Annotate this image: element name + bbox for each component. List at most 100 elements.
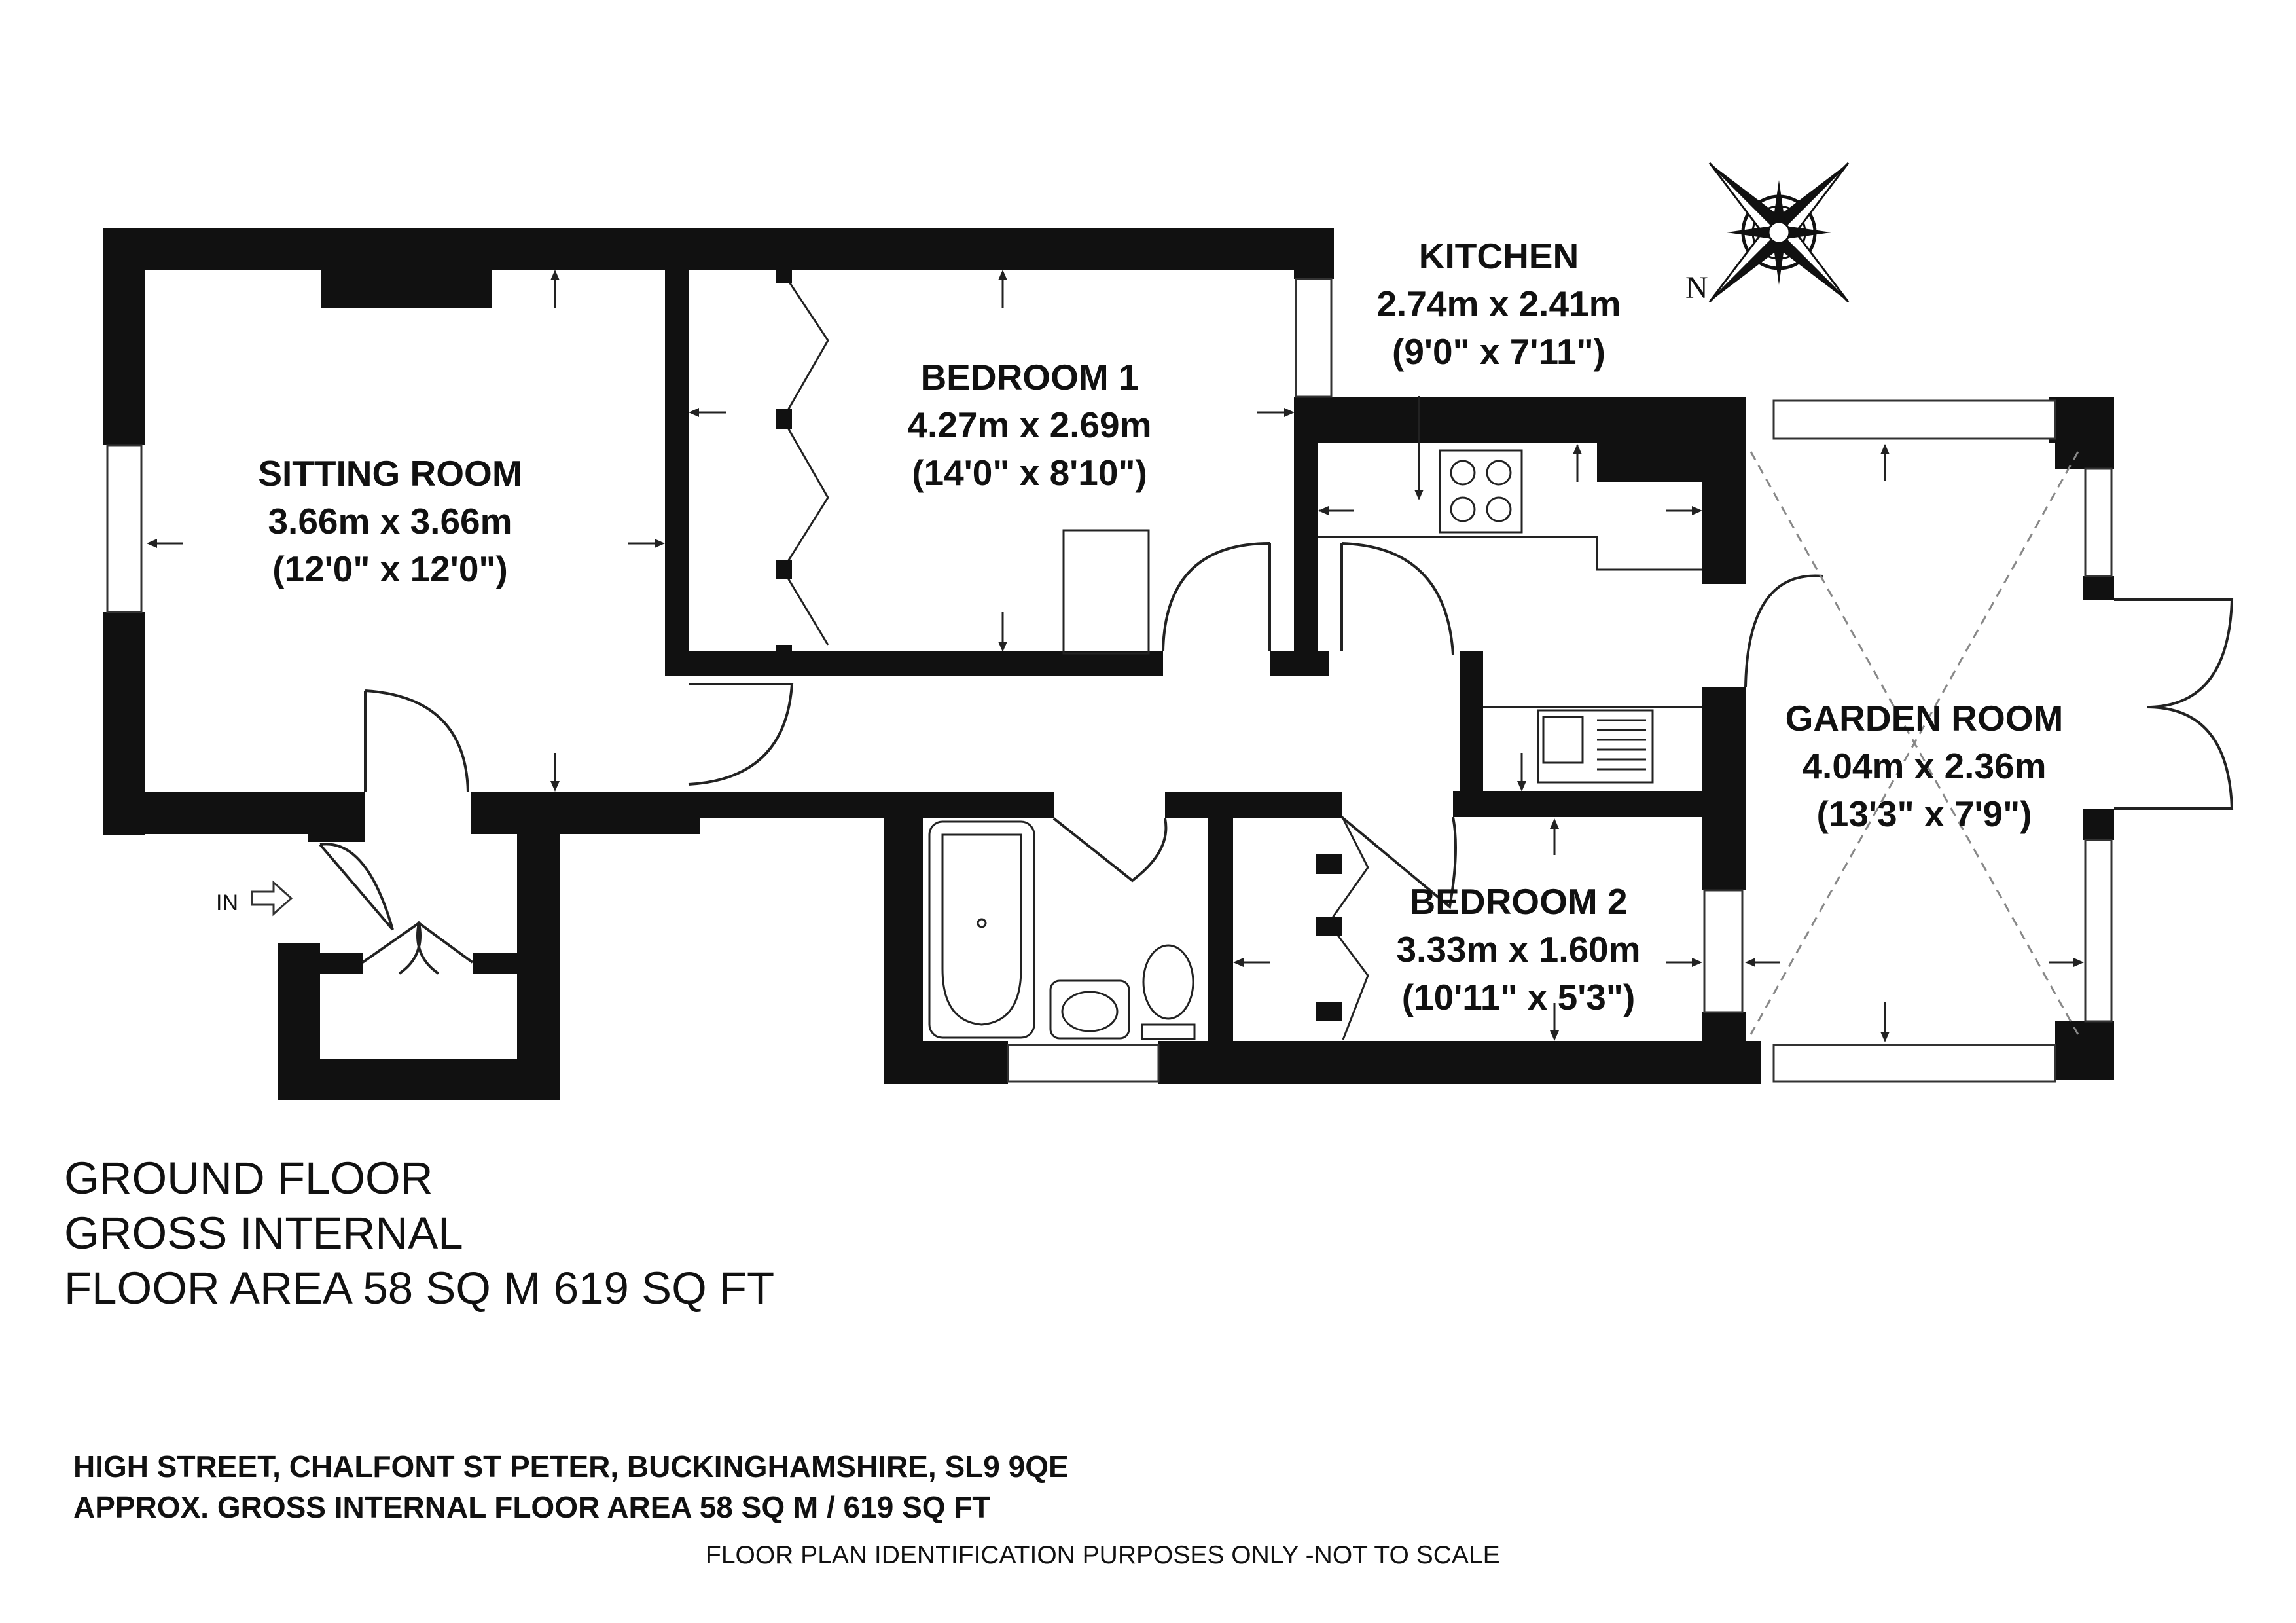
bedroom1-cupboard [1062,529,1150,655]
room-label-kitchen: KITCHEN 2.74m x 2.41m (9'0" x 7'11") [1376,236,1621,372]
wall-garden-right-mid [2083,576,2114,600]
window-bedroom2-right [1703,889,1744,1013]
wall-hall-bottom-right [1165,792,1342,818]
room-imperial: (9'0" x 7'11") [1392,331,1605,372]
compass-icon [1708,162,1850,303]
wall-porch-right [517,831,560,1100]
area-summary: APPROX. GROSS INTERNAL FLOOR AREA 58 SQ … [73,1490,991,1524]
basin [1049,979,1130,1040]
hob-ring-2 [1486,460,1512,486]
wall-left-upper [103,228,145,445]
wall-porch-entry-top [308,826,365,842]
wall-bedroom1-bottom [689,651,1163,676]
bath [928,820,1035,1039]
doors [319,542,2234,975]
kitchen-worktop-top [1318,536,1702,571]
wall-bath-bed2 [1208,812,1233,1041]
floor-area-info: GROUND FLOOR GROSS INTERNAL FLOOR AREA 5… [64,1151,774,1316]
door-garden-french-left [2114,598,2234,708]
wall-bedroom2-top [1453,791,1746,817]
room-metric: 3.33m x 1.60m [1396,929,1640,970]
wall-porch-bottom [278,1059,560,1100]
compass-north-label: N [1685,270,1708,305]
chimney-breast [321,270,492,308]
sink-drainer [1597,719,1646,771]
toilet-bowl [1142,944,1194,1020]
room-label-bedroom-1: BEDROOM 1 4.27m x 2.69m (14'0" x 8'10") [907,357,1151,493]
wall-sitting-bedroom1 [665,270,689,676]
door-entrance [319,843,394,931]
window-bedroom1-right [1295,278,1333,398]
wardrobe-post-3 [776,560,792,579]
window-sitting-left [106,444,143,613]
room-name: KITCHEN [1419,236,1579,276]
wall-porch-stub-left [320,953,363,974]
wall-garden-right-low [2083,809,2114,840]
wall-bathroom-left [884,812,923,1084]
room-imperial: (12'0" x 12'0") [272,549,508,589]
hob-ring-3 [1450,496,1476,522]
dimension-markers [147,270,2084,1042]
wardrobe2-post-1 [1316,854,1342,874]
wall-bottom-bath [884,1041,1008,1084]
wall-bottom-main [1158,1041,1761,1084]
room-metric: 4.04m x 2.36m [1802,746,2046,786]
entrance-label: IN [216,890,238,915]
wall-bedroom2-right [1702,831,1746,890]
room-label-garden-room: GARDEN ROOM 4.04m x 2.36m (13'3" x 7'9") [1785,698,2064,834]
wardrobe-bedroom1 [781,272,829,646]
disclaimer: FLOOR PLAN IDENTIFICATION PURPOSES ONLY … [706,1541,1500,1569]
bath-inner [941,833,1022,1026]
entrance-arrow-icon [251,880,293,917]
bath-plug [977,918,987,928]
floor-info-line-1: GROUND FLOOR [64,1153,433,1203]
garden-roof-diagonal-2 [1749,451,2079,1035]
window-bathroom-bottom [1007,1044,1160,1083]
room-metric: 2.74m x 2.41m [1376,283,1621,324]
room-label-bedroom-2: BEDROOM 2 3.33m x 1.60m (10'11" x 5'3") [1396,881,1640,1017]
wall-hall-bottom [471,792,1054,818]
room-name: BEDROOM 2 [1409,881,1627,922]
wall-hall-stub [1270,651,1329,676]
wardrobes [776,270,1369,1040]
toilet-cistern [1141,1023,1196,1040]
room-label-sitting-room: SITTING ROOM 3.66m x 3.66m (12'0" x 12'0… [258,453,522,589]
room-name: SITTING ROOM [258,453,522,494]
door-porch-right [416,921,474,975]
wall-bedroom2-right-low [1702,1012,1746,1051]
floor-info-line-3: FLOOR AREA 58 SQ M 619 SQ FT [64,1263,775,1313]
wall-kitchen-right [1702,443,1746,584]
window-garden-bottom [1772,1044,2056,1083]
fixtures [928,449,2079,1040]
wardrobe-post-1 [776,270,792,283]
wall-top-main [103,228,1334,270]
room-metric: 4.27m x 2.69m [907,405,1151,445]
floor-info-line-2: GROSS INTERNAL [64,1208,463,1258]
wardrobe2-post-2 [1316,917,1342,936]
kitchen-sink-bowl [1542,716,1584,764]
room-metric: 3.66m x 3.66m [268,501,512,541]
wardrobe-post-4 [776,645,792,655]
door-sitting-hall [364,689,469,793]
room-imperial: (10'11" x 5'3") [1402,977,1636,1017]
wall-kitchen-sink-left [1460,651,1483,805]
door-bedroom1-hall [688,683,794,786]
door-garden-french-right [2114,706,2234,810]
wall-kitchen-top [1294,397,1746,443]
wardrobe-post-2 [776,409,792,429]
window-garden-right-low [2084,839,2113,1023]
walls [103,228,2114,1100]
wall-garden-right-top [2055,397,2114,469]
door-hall-kitchen [1340,542,1454,655]
windows [106,278,2113,1083]
kitchen-sink [1537,709,1654,784]
window-garden-right [2084,467,2113,577]
door-garden [1744,574,1823,688]
hob-ring-1 [1450,460,1476,486]
hob [1439,449,1523,534]
wall-garden-bottom-right [2055,1021,2114,1080]
window-garden-top [1772,399,2056,440]
door-bedroom2 [1340,816,1457,909]
room-name: BEDROOM 1 [920,357,1138,397]
